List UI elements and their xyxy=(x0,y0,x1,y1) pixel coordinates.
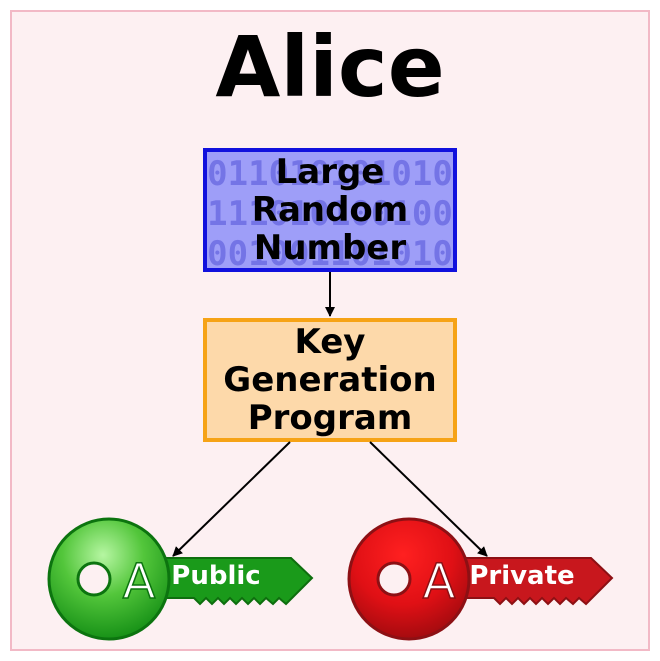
random-box-line-3: Number xyxy=(253,228,407,268)
bits-row-3: 001001101010 xyxy=(207,234,453,272)
random-box-line-1: Large xyxy=(275,152,385,192)
diagram-title: Alice xyxy=(215,18,445,116)
private-key-label: Private xyxy=(469,561,574,591)
arrow-keygen-to-private xyxy=(369,441,488,557)
public-key-letter: A xyxy=(123,554,156,610)
private-key-hole xyxy=(376,561,412,597)
bits-row-2: 111010100100 xyxy=(207,194,453,234)
public-key-icon: A Public xyxy=(47,517,314,641)
bits-row-1: 011010101010 xyxy=(207,154,453,194)
key-generation-program-box: Key Generation Program xyxy=(203,318,457,442)
keygen-box-line-1: Key xyxy=(294,322,366,362)
random-box-label: Large Random Number xyxy=(252,153,408,267)
random-box-line-2: Random xyxy=(251,190,409,230)
private-key-letter: A xyxy=(423,554,456,610)
private-key-icon: A Private xyxy=(347,517,614,641)
keygen-box-line-3: Program xyxy=(247,398,413,438)
public-key-label: Public xyxy=(171,561,260,591)
keygen-box-line-2: Generation xyxy=(223,360,437,400)
public-key-blade xyxy=(157,557,314,606)
keygen-box-label: Key Generation Program xyxy=(223,323,436,437)
arrow-keygen-to-public xyxy=(172,441,291,557)
public-key-hole xyxy=(76,561,112,597)
private-key-blade xyxy=(457,557,614,606)
